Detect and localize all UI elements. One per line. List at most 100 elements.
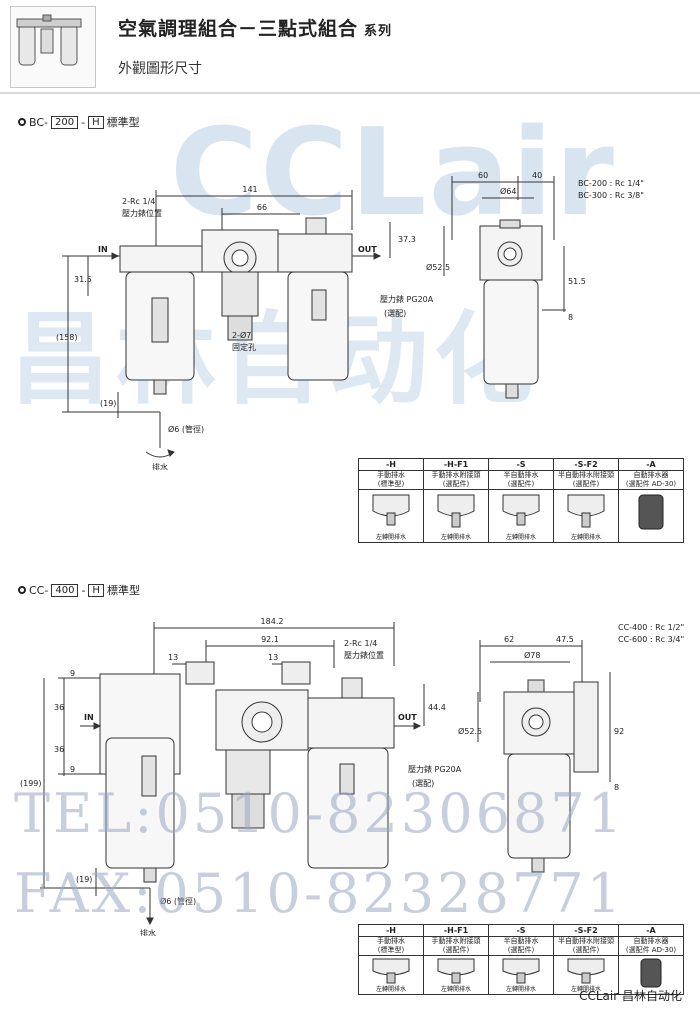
- watermark-fax: FAX:0510-82328771: [14, 862, 624, 925]
- cc-dim-13a: 13: [168, 653, 178, 662]
- cc-dim-36b: 36: [54, 745, 64, 754]
- dim-141: 141: [242, 185, 257, 194]
- bullet-icon: [18, 118, 26, 126]
- option-header-s: -S: [488, 458, 554, 471]
- cc-dim-92: 92: [614, 727, 624, 736]
- dim-158: (158): [56, 333, 78, 342]
- option-pic-h-f1: 左轉開排水: [423, 489, 489, 543]
- cc-gauge-pos-label: 壓力錶位置: [344, 650, 384, 660]
- bc-dim-8: 8: [568, 313, 573, 322]
- dim-19: (19): [100, 399, 116, 408]
- cc-dim-47-5: 47.5: [556, 635, 574, 644]
- cc-dash: -: [81, 583, 86, 597]
- bc-suffix-box: H: [88, 115, 104, 129]
- option-desc-h-f1: 手動排水附接頭(選配件): [423, 470, 489, 490]
- bc-optional-label: (選配): [384, 308, 406, 318]
- bc-front-view-drawing: 141 66 37.3 31.5 (158) (19) 2-Rc 1/4 壓力錶…: [56, 185, 416, 470]
- bc-port-300: BC-300 : Rc 3/8": [578, 191, 644, 200]
- bc-side-view-drawing: 60 40 Ø64 Ø52.5 51.5 8 BC-200 : Rc 1/4" …: [380, 171, 644, 399]
- option-pic-h: 左轉開排水: [358, 489, 424, 543]
- bc-port-200: BC-200 : Rc 1/4": [578, 179, 644, 188]
- option-header-h-f1: -H-F1: [423, 458, 489, 471]
- bc-mount-hole-label: 固定孔: [232, 342, 256, 352]
- option-desc-h-f1: 手動排水附接頭(選配件): [423, 936, 489, 956]
- cc-dim-8: 8: [614, 783, 619, 792]
- option-desc-s-f2: 半自動排水附接頭(選配件): [553, 936, 619, 956]
- option-pic-s-f2: 左轉開排水: [553, 955, 619, 995]
- watermark-brand: CCLair: [170, 104, 616, 243]
- cc-rc-label: 2-Rc 1/4: [344, 639, 377, 648]
- option-pic-a: [618, 489, 684, 543]
- bc-option-table: -H -H-F1 -S -S-F2 -A 手動排水(標準型) 手動排水附接頭(選…: [358, 458, 684, 543]
- cc-in-label: IN: [84, 713, 94, 722]
- footer-brand: CCLair 昌林自动化: [579, 989, 682, 1003]
- cc-side-view-drawing: 62 47.5 Ø78 Ø52.5 92 8 CC-400 : Rc 1/2" …: [408, 623, 684, 873]
- bc-dim-60: 60: [478, 171, 488, 180]
- option-pic-s: 左轉開排水: [488, 489, 554, 543]
- cc-drain-label: 排水: [140, 928, 156, 936]
- cc-type-label: 標準型: [106, 584, 140, 597]
- option-desc-s: 半自動排水(選配件): [488, 936, 554, 956]
- option-header-s-f2: -S-F2: [553, 458, 619, 471]
- cc-dim-199: (199): [20, 779, 42, 788]
- product-thumbnail: [10, 6, 96, 88]
- option-header-h: -H: [358, 924, 424, 937]
- option-header-h-f1: -H-F1: [423, 924, 489, 937]
- bc-prefix: BC-: [29, 115, 49, 129]
- bc-dim-52-5: Ø52.5: [426, 262, 450, 272]
- title-text: 空氣調理組合－三點式組合: [118, 18, 359, 40]
- bc-gauge-label: 壓力錶 PG20A: [380, 294, 434, 304]
- bc-in-label: IN: [98, 245, 108, 254]
- option-header-a: -A: [618, 924, 684, 937]
- bc-dim-64: Ø64: [500, 186, 516, 196]
- option-header-h: -H: [358, 458, 424, 471]
- bc-dash: -: [81, 115, 86, 129]
- option-desc-a: 自動排水器(選配件 AD-30): [618, 470, 684, 490]
- bc-mount-hole: 2-Ø7: [232, 330, 251, 340]
- bc-gauge-pos-label: 壓力錶位置: [122, 208, 162, 218]
- cc-front-view-drawing: 184.2 92.1 13 13 9 9 36 36 44.4 (199) (1…: [20, 617, 446, 936]
- option-header-s-f2: -S-F2: [553, 924, 619, 937]
- page-title: 空氣調理組合－三點式組合系列: [118, 14, 392, 41]
- cc-suffix-box: H: [88, 583, 104, 597]
- cc-dim-44-4: 44.4: [428, 703, 446, 712]
- cc-dim-9b: 9: [70, 765, 75, 774]
- section-heading-bc: BC- 200 - H 標準型: [18, 114, 140, 130]
- cc-dim-62: 62: [504, 635, 514, 644]
- cc-out-label: OUT: [398, 713, 417, 722]
- cc-dim-19: (19): [76, 875, 92, 884]
- cc-model-box: 400: [51, 583, 79, 597]
- cc-optional-label: (選配): [412, 778, 434, 788]
- option-pic-h-f1: 左轉開排水: [423, 955, 489, 995]
- dim-31-5: 31.5: [74, 275, 92, 284]
- cc-gauge-label: 壓力錶 PG20A: [408, 764, 462, 774]
- cc-port-600: CC-600 : Rc 3/4": [618, 635, 684, 644]
- bc-dim-6: Ø6 (管徑): [168, 424, 204, 434]
- option-pic-h: 左轉開排水: [358, 955, 424, 995]
- option-desc-h: 手動排水(標準型): [358, 470, 424, 490]
- cc-dim-9a: 9: [70, 669, 75, 678]
- cc-dim-36a: 36: [54, 703, 64, 712]
- watermark-brand-cn: 昌林自动化: [10, 301, 540, 418]
- option-pic-s: 左轉開排水: [488, 955, 554, 995]
- title-series: 系列: [364, 24, 393, 39]
- option-desc-s-f2: 半自動排水附接頭(選配件): [553, 470, 619, 490]
- cc-dim-78: Ø78: [524, 650, 540, 660]
- bc-out-label: OUT: [358, 245, 377, 254]
- bc-rc-label: 2-Rc 1/4: [122, 197, 155, 206]
- cc-prefix: CC-: [29, 583, 49, 597]
- option-header-a: -A: [618, 458, 684, 471]
- cc-port-400: CC-400 : Rc 1/2": [618, 623, 684, 632]
- bc-type-label: 標準型: [106, 116, 140, 129]
- bc-dim-51-5: 51.5: [568, 277, 586, 286]
- cc-dim-13b: 13: [268, 653, 278, 662]
- cc-dim-92-1: 92.1: [261, 635, 279, 644]
- dim-37-3: 37.3: [398, 235, 416, 244]
- watermark-tel: TEL:0510-82306871: [14, 782, 626, 845]
- option-desc-h: 手動排水(標準型): [358, 936, 424, 956]
- option-pic-a: [618, 955, 684, 995]
- dim-66: 66: [257, 203, 267, 212]
- bullet-icon: [18, 586, 26, 594]
- option-header-s: -S: [488, 924, 554, 937]
- cc-dim-52-5: Ø52.5: [458, 726, 482, 736]
